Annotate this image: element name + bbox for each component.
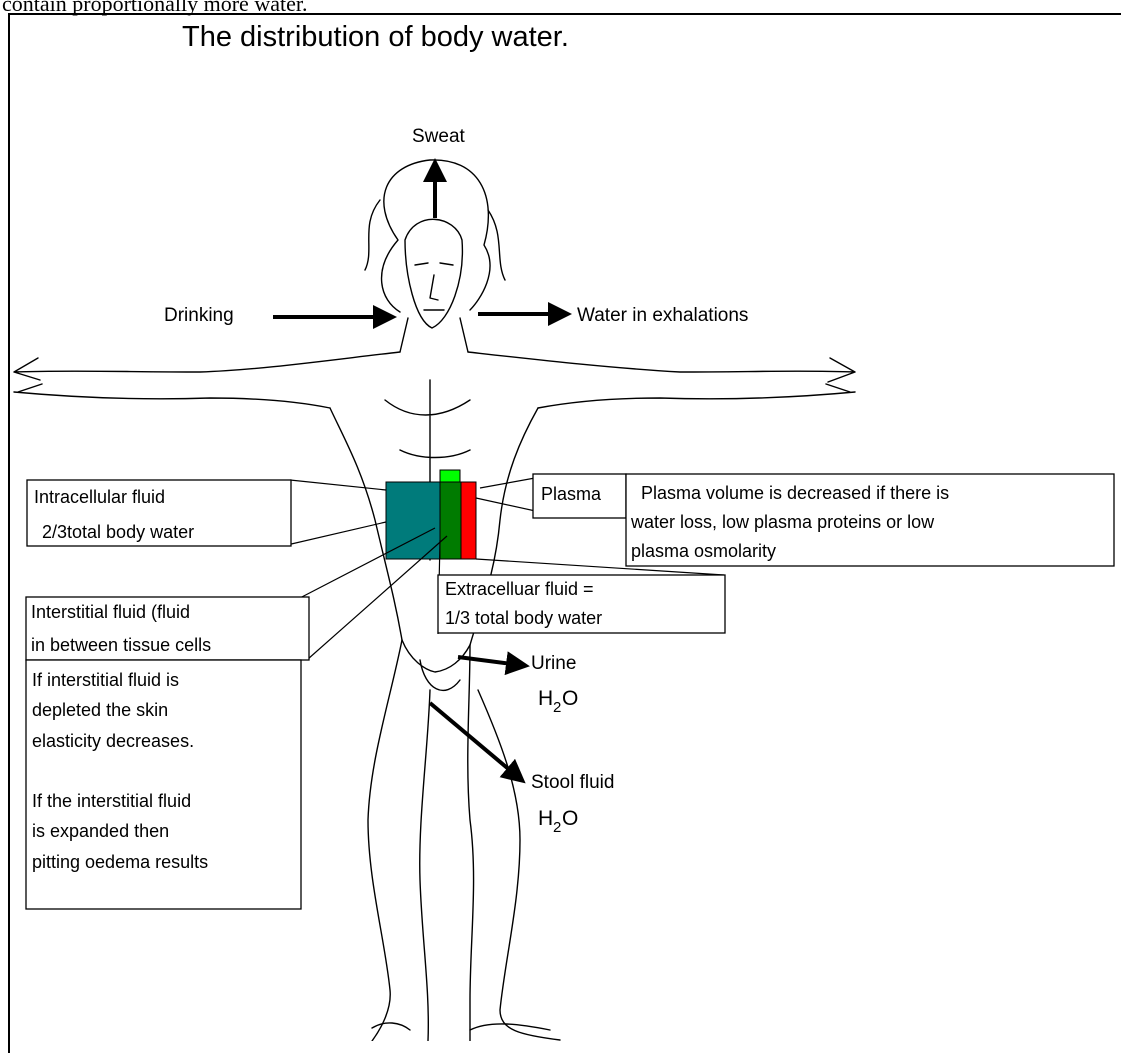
plasma-block [461,482,476,559]
interstitial-note-line-6: is expanded then [32,821,169,841]
arrow-right-icon [458,657,520,665]
urine-h2o: H 2 O [538,687,578,716]
interstitial-note-line-3: elasticity decreases. [32,731,194,751]
svg-text:H: H [538,807,553,830]
interstitial-note-box: If interstitial fluid is depleted the sk… [26,660,301,909]
stool-label: Stool fluid [531,772,614,793]
intracellular-callout: Intracellular fluid 2/3total body water [27,480,386,546]
interstitial-top-block [440,470,460,483]
interstitial-line-1: Interstitial fluid (fluid [31,602,190,622]
interstitial-block [440,482,461,559]
sweat-label: Sweat [412,126,466,147]
plasma-note-line-2: water loss, low plasma proteins or low [630,512,935,532]
stool-h2o: H 2 O [538,807,578,836]
svg-text:2: 2 [553,819,561,836]
exhalations-label: Water in exhalations [577,305,748,326]
interstitial-note-line-5: If the interstitial fluid [32,791,191,811]
interstitial-line-2: in between tissue cells [31,635,211,655]
drinking-label: Drinking [164,305,234,326]
interstitial-note-line-2: depleted the skin [32,700,168,720]
svg-text:H: H [538,687,553,710]
extracellular-line-2: 1/3 total body water [445,608,602,628]
interstitial-callout: Interstitial fluid (fluid in between tis… [26,528,447,660]
extracellular-line-1: Extracelluar fluid = [445,579,594,599]
interstitial-note-line-7: pitting oedema results [32,852,208,872]
plasma-label: Plasma [541,484,602,504]
svg-text:2: 2 [553,699,561,716]
intracellular-line-1: Intracellular fluid [34,487,165,507]
svg-text:O: O [562,687,578,710]
svg-text:O: O [562,807,578,830]
plasma-note-line-3: plasma osmolarity [631,541,776,561]
arrow-right-icon [430,703,518,777]
intracellular-line-2: 2/3total body water [42,522,194,542]
interstitial-note-line-1: If interstitial fluid is [32,670,179,690]
plasma-note-line-1: Plasma volume is decreased if there is [641,483,949,503]
diagram-title: The distribution of body water. [182,21,569,53]
plasma-note-box: Plasma volume is decreased if there is w… [626,474,1114,566]
plasma-leader [476,478,540,512]
urine-label: Urine [531,653,576,674]
